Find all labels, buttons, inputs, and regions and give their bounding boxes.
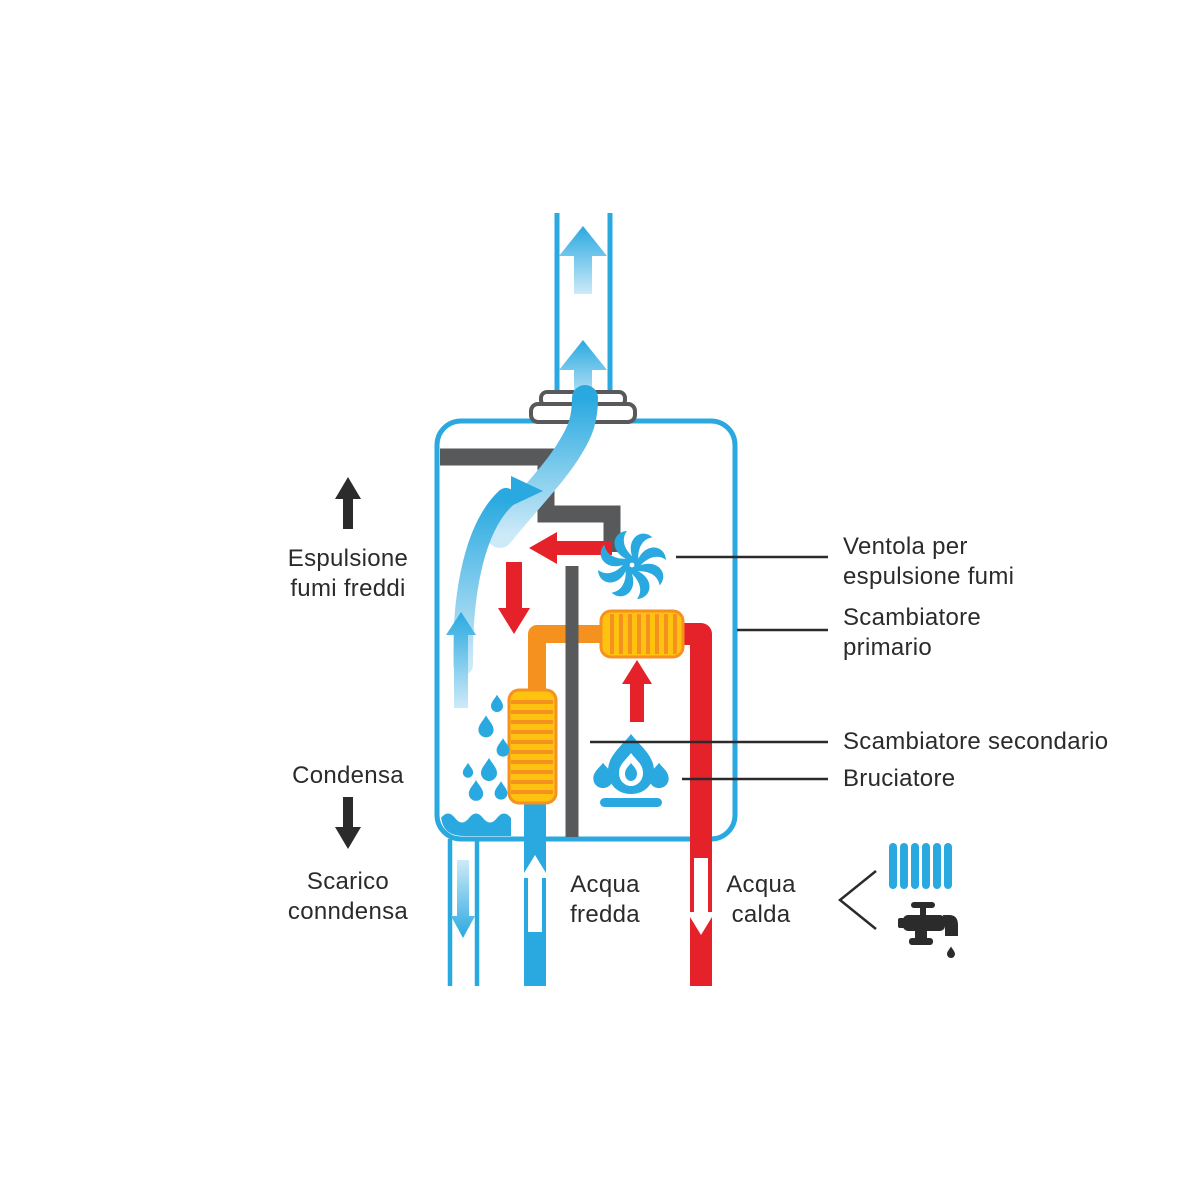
label-scarico-condensa: Scarico conndensa	[287, 868, 409, 925]
label-condensa: Condensa	[292, 762, 404, 789]
acqua-calda-branch-lines	[838, 870, 877, 930]
air-intake-arrowhead	[511, 476, 543, 506]
fume-exit-stream	[487, 385, 598, 548]
air-up-arrow	[446, 612, 476, 708]
label-acqua-calda: Acqua calda	[726, 871, 796, 928]
cold-water-up-arrow	[521, 855, 549, 932]
burner-flame-icon	[593, 734, 669, 807]
label-ventola: Ventola per espulsione fumi	[843, 533, 1015, 590]
heat-up-arrow	[622, 660, 652, 722]
label-espulsione-fumi: Espulsione fumi freddi	[287, 545, 409, 602]
fan-icon	[595, 528, 669, 602]
condensa-down-arrow	[335, 797, 361, 849]
radiator-icon	[889, 843, 952, 889]
flue-baffle	[440, 448, 621, 552]
espulsione-up-arrow	[335, 477, 361, 529]
label-scambiatore-primario: Scambiatore primario	[843, 604, 982, 661]
flue-up-arrow-top	[559, 226, 607, 294]
label-bruciatore: Bruciatore	[843, 765, 956, 792]
fume-down-arrow	[498, 562, 530, 634]
flue-pipe	[554, 213, 613, 397]
primary-exchanger-coil	[599, 609, 685, 659]
flue-up-arrow-bottom	[559, 340, 607, 404]
condensate-pool	[441, 813, 511, 836]
label-scambiatore-secondario: Scambiatore secondario	[843, 728, 1109, 755]
condensate-down-arrow	[451, 860, 475, 938]
condensate-drain-pipe	[447, 839, 480, 986]
secondary-exchanger-coil	[507, 688, 558, 805]
exchanger-pipe-orange	[528, 625, 610, 692]
faucet-icon	[898, 902, 958, 958]
hot-water-down-arrow	[687, 858, 715, 935]
fume-left-arrow	[529, 532, 612, 564]
label-acqua-fredda: Acqua fredda	[570, 871, 640, 928]
